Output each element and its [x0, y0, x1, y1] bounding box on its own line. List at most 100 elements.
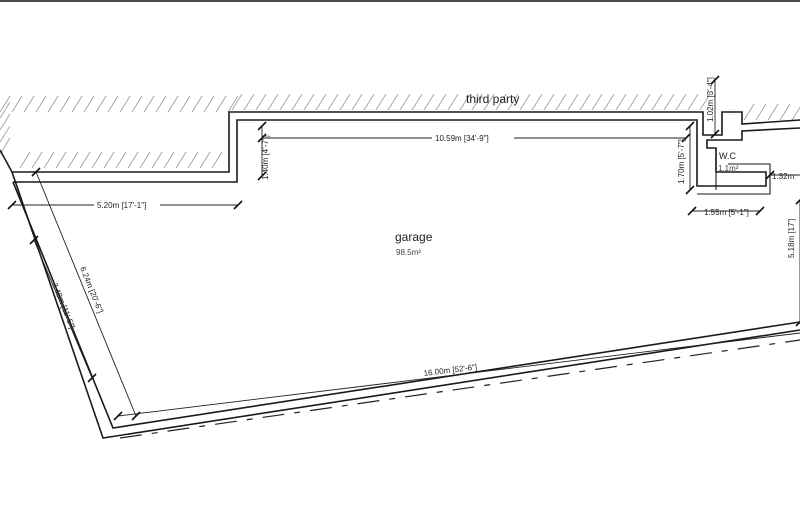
hatch-line	[43, 151, 55, 169]
outer-wall	[0, 111, 800, 173]
hatch-line	[791, 106, 800, 121]
hatch-line	[55, 151, 67, 169]
wc-partition	[697, 163, 771, 195]
hatch-line	[291, 93, 303, 111]
hatch-line	[103, 151, 115, 169]
hatch-line	[507, 93, 519, 111]
hatch-line	[339, 93, 351, 111]
hatch-line	[603, 93, 615, 111]
hatch-line	[255, 93, 267, 111]
third-party-label: third party	[466, 92, 519, 106]
left-wall-inner	[12, 181, 800, 429]
hatch-line	[687, 93, 699, 111]
hatch-line	[0, 113, 11, 131]
hatch-line	[179, 95, 191, 113]
hatch-line	[531, 93, 543, 111]
hatch-line	[187, 151, 199, 169]
hatch-line	[495, 93, 507, 111]
hatch-line	[267, 93, 279, 111]
hatch-line	[11, 95, 23, 113]
hatch-line	[779, 103, 791, 121]
hatch-line	[175, 151, 187, 169]
hatch-line	[131, 95, 143, 113]
hatch-line	[115, 151, 127, 169]
hatch-line	[351, 93, 363, 111]
dim-wc-door: 1.02m [3'-4"]	[706, 77, 715, 122]
hatch-line	[519, 93, 531, 111]
hatch-line	[71, 95, 83, 113]
hatch-line	[191, 95, 203, 113]
hatch-line	[151, 151, 163, 169]
hatch-line	[471, 93, 483, 111]
hatch-line	[651, 93, 663, 111]
dim-wc-depth: 1.70m [5'-7"]	[677, 139, 686, 184]
hatch-line	[79, 151, 91, 169]
hatch-line	[699, 93, 711, 111]
hatch-line	[555, 93, 567, 111]
hatch-line	[459, 93, 471, 111]
hatch-line	[59, 95, 71, 113]
wc-area: 1.1m²	[718, 164, 739, 173]
hatch-line	[243, 93, 255, 111]
hatch-line	[591, 93, 603, 111]
dim-right-return: 1.32m	[772, 172, 795, 181]
hatch-line	[143, 95, 155, 113]
hatch-line	[567, 93, 579, 111]
left-wall	[11, 171, 800, 439]
hatch-line	[127, 151, 139, 169]
hatch-line	[227, 95, 239, 113]
dim-step-width: 5.20m [17'-1"]	[97, 201, 146, 210]
hatch-line	[663, 93, 675, 111]
dim-top-length: 10.59m [34'-9"]	[435, 134, 489, 143]
hatch-line	[215, 95, 227, 113]
hatch-line	[675, 93, 687, 111]
hatch-line	[423, 93, 435, 111]
hatch-line	[303, 93, 315, 111]
hatch-line	[767, 103, 779, 121]
hatch-line	[0, 101, 11, 119]
hatch-line	[0, 137, 11, 155]
hatch-line	[19, 151, 31, 169]
hatch-line	[435, 93, 447, 111]
inner-wall	[13, 119, 800, 187]
garage-area: 98.5m²	[396, 248, 421, 257]
hatch-line	[615, 93, 627, 111]
hatch-line	[639, 93, 651, 111]
hatch-line	[167, 95, 179, 113]
hatch-line	[95, 95, 107, 113]
hatch-line	[155, 95, 167, 113]
hatch-line	[139, 151, 151, 169]
hatch-line	[447, 93, 459, 111]
hatch-line	[387, 93, 399, 111]
hatch-line	[231, 93, 243, 111]
hatch-line	[67, 151, 79, 169]
hatch-line	[211, 151, 223, 169]
hatch-line	[375, 93, 387, 111]
hatch-line	[543, 93, 555, 111]
hatch-line	[411, 93, 423, 111]
dim-right-height: 5.18m [17']	[787, 219, 796, 258]
hatch-line	[0, 125, 11, 143]
hatch-line	[23, 95, 35, 113]
hatch-line	[399, 93, 411, 111]
dim-wc-width: 1.55m [5'-1"]	[704, 208, 749, 217]
hatch-line	[327, 93, 339, 111]
hatch-line	[579, 93, 591, 111]
hatch-line	[35, 95, 47, 113]
dim-step-depth: 1.40m [4'-7"]	[261, 135, 270, 180]
third-party-hatching	[0, 93, 800, 169]
hatch-line	[199, 151, 211, 169]
hatch-line	[0, 95, 11, 113]
hatch-line	[107, 95, 119, 113]
hatch-line	[31, 151, 43, 169]
hatch-line	[755, 103, 767, 121]
hatch-line	[163, 151, 175, 169]
hatch-line	[83, 95, 95, 113]
hatch-line	[203, 95, 215, 113]
hatch-line	[315, 93, 327, 111]
hatch-line	[47, 95, 59, 113]
garage-label: garage	[395, 230, 433, 244]
hatch-line	[119, 95, 131, 113]
hatch-line	[743, 103, 755, 121]
